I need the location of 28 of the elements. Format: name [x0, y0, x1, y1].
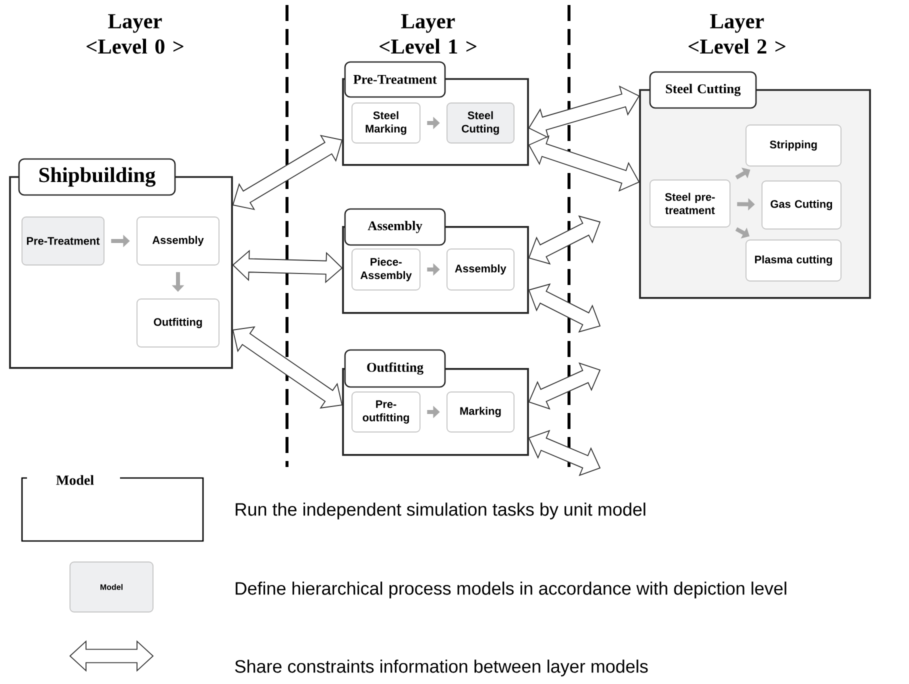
- block-arrow: [528, 85, 640, 138]
- process-box: Piece-Assembly: [352, 248, 420, 290]
- block-arrow: [528, 283, 601, 333]
- process-box: Stripping: [746, 124, 842, 166]
- process-box: Steel Cutting: [446, 102, 514, 144]
- arrow: [735, 168, 750, 180]
- process-box: Marking: [446, 392, 514, 432]
- block-arrow: [528, 135, 640, 192]
- legend-text: Define hierarchical process models in accordance with depiction level: [236, 582, 786, 598]
- layer-heading: Layer <Level 1 >: [380, 14, 476, 54]
- layer-heading: Layer <Level 2 >: [688, 14, 786, 54]
- model-label: Model: [56, 475, 94, 485]
- legend-text: Share constraints information between layer models: [235, 660, 648, 676]
- block-arrow: [232, 326, 343, 409]
- process-box: Assembly: [136, 216, 220, 266]
- process-box: Steel pre-treatment: [650, 180, 730, 228]
- process-box: Pre-Treatment: [22, 216, 104, 266]
- block-arrow: [528, 430, 601, 476]
- process-box: Pre-outfitting: [352, 392, 420, 432]
- process-box: Outfitting: [136, 298, 220, 348]
- process-box: Plasma cutting: [746, 240, 842, 282]
- layer-heading: Layer <Level 0 >: [86, 14, 184, 54]
- legend-text: Run the independent simulation tasks by unit model: [236, 502, 646, 520]
- model-label: Model: [100, 584, 122, 590]
- process-box: Steel Marking: [352, 102, 420, 144]
- process-box: Gas Cutting: [762, 180, 842, 230]
- process-box: Assembly: [446, 248, 514, 290]
- block-arrow: [232, 250, 343, 284]
